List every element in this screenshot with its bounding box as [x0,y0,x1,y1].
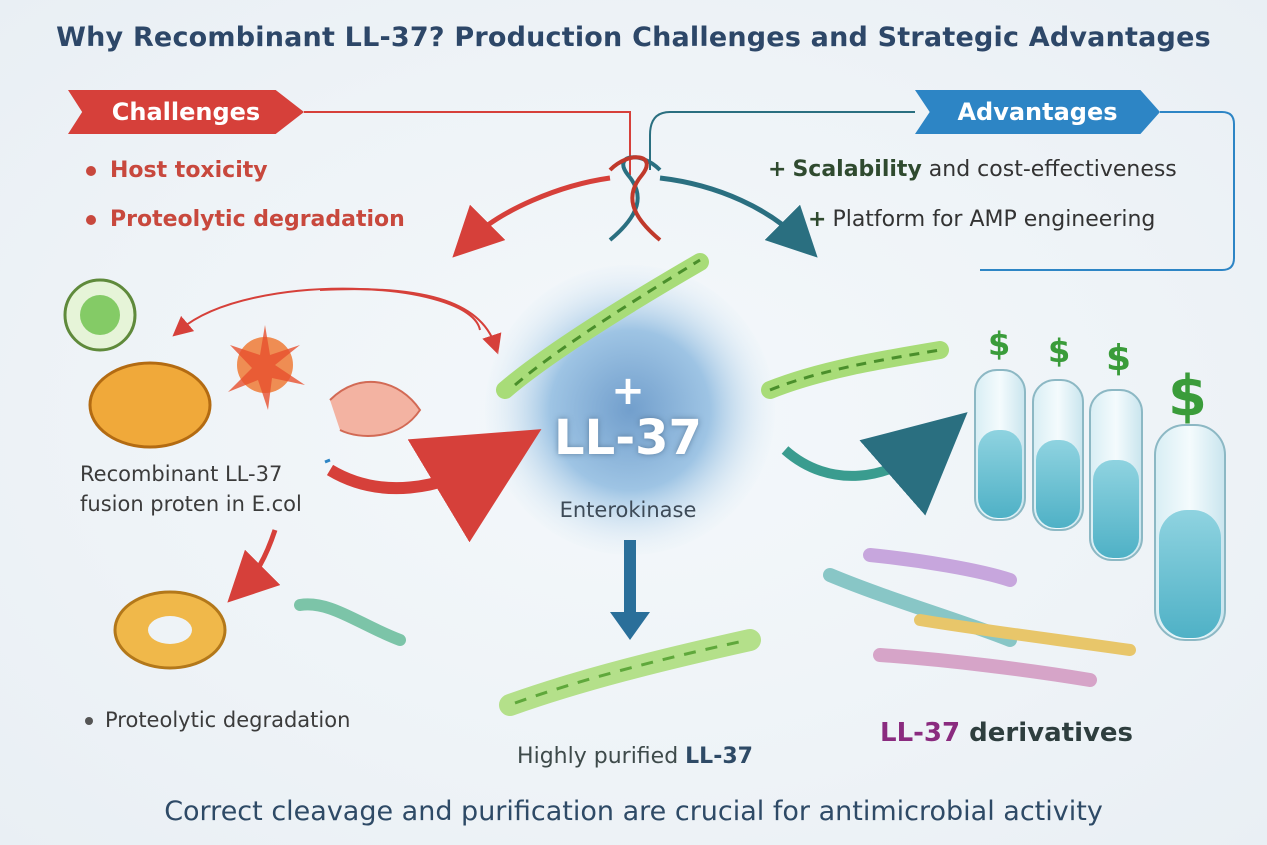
toxic-burst-icon [228,325,305,410]
arrow-to-degradation [227,529,281,603]
bullet-icon [86,166,96,176]
challenges-connector [304,111,631,175]
center-helix [496,253,709,399]
purified-helix [499,629,761,716]
svg-text:$: $ [1168,364,1207,429]
advantage-item-platform: +Platform for AMP engineering [808,207,1156,232]
plus-icon: + [808,207,827,232]
dollar-icons: $ $ $ $ [988,325,1207,429]
advantage-item-scalability: +Scalability and cost-effectiveness [768,157,1177,182]
test-tubes [974,369,1226,641]
arrow-loop-right [319,288,502,355]
right-helix [761,341,949,399]
advantages-banner: Advantages [915,90,1160,134]
challenge-item-host-toxicity: Host toxicity [86,158,268,183]
ll37-orb [485,265,775,555]
challenges-banner: Challenges [68,90,304,134]
footer-caption: Correct cleavage and purification are cr… [164,796,1103,827]
fragment-helix [294,598,406,646]
challenge-item-proteolytic-degradation: Proteolytic degradation [86,207,405,232]
bullet-icon [85,717,93,725]
fusion-protein-label-line1: Recombinant LL-37 [80,462,283,486]
derivatives-label: LL-37 derivatives [880,718,1134,748]
advantages-frame [980,111,1235,271]
svg-text:$: $ [1106,338,1131,379]
dna-twist-red [608,155,662,242]
degradation-label: Proteolytic degradation [85,708,350,732]
degraded-protein [329,381,422,437]
derivative-helices [823,548,1136,687]
arrow-to-tubes [781,412,968,516]
page-title: Why Recombinant LL-37? Production Challe… [56,22,1211,53]
svg-text:$: $ [1048,332,1070,370]
advantages-connector [649,111,915,170]
arrow-to-advantages [659,175,818,258]
bullet-icon [86,215,96,225]
fusion-protein-label-line2: fusion proten in E.col [80,492,302,516]
arrow-loop-left [172,287,481,337]
center-plus: + [611,368,645,414]
plus-icon: + [768,157,787,182]
arrow-fusion-to-center [326,429,542,543]
svg-text:$: $ [988,325,1010,363]
dna-twist-teal [608,155,662,242]
enterokinase-label: Enterokinase [559,498,697,522]
ll37-center-label: LL-37 [554,410,702,466]
arrow-to-challenges [452,175,611,258]
purified-label: Highly purified LL-37 [517,744,753,769]
ecoli-cell [88,361,212,449]
